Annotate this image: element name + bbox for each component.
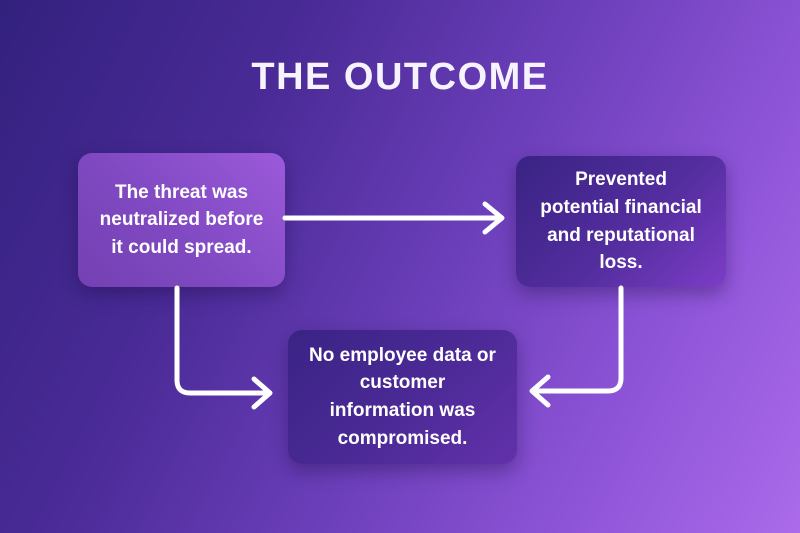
arrow-right-icon	[251, 376, 273, 410]
node-prevented-loss: Prevented potential financial and reputa…	[516, 156, 726, 287]
node-no-data-compromised: No employee data or customer information…	[288, 330, 517, 464]
arrow-threat-to-prevented	[282, 201, 505, 235]
arrow-threat-to-nodata	[174, 285, 273, 410]
node-threat-neutralized: The threat was neutralized before it cou…	[78, 153, 285, 287]
arrow-right-icon	[482, 201, 505, 235]
arrow-prevented-to-nodata	[529, 285, 624, 408]
node-no-data-compromised-label: No employee data or customer information…	[309, 344, 496, 449]
arrow-left-icon	[529, 374, 551, 408]
page-title: THE OUTCOME	[251, 56, 549, 98]
node-threat-neutralized-label: The threat was neutralized before it cou…	[99, 181, 264, 258]
node-prevented-loss-label: Prevented potential financial and reputa…	[540, 169, 702, 274]
